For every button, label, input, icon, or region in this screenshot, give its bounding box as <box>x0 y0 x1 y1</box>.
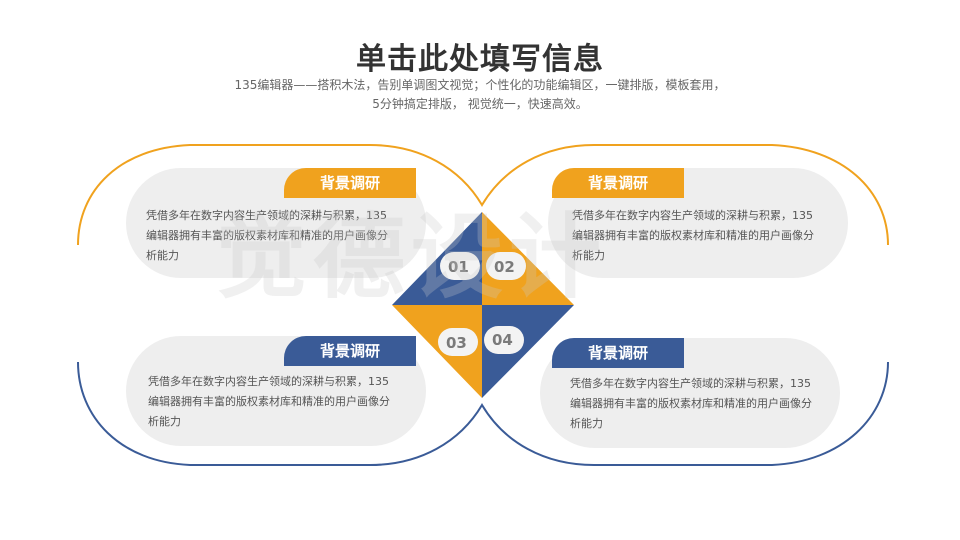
center-number-1: 01 <box>448 258 469 276</box>
card-2-text: 凭借多年在数字内容生产领域的深耕与积累，135编辑器拥有丰富的版权素材库和精准的… <box>572 209 814 262</box>
center-number-4: 04 <box>492 331 513 349</box>
outline-bottom-blue <box>77 361 889 466</box>
number-pill-4 <box>484 326 524 354</box>
card-3-text: 凭借多年在数字内容生产领域的深耕与积累，135编辑器拥有丰富的版权素材库和精准的… <box>148 375 390 428</box>
card-1-text: 凭借多年在数字内容生产领域的深耕与积累，135编辑器拥有丰富的版权素材库和精准的… <box>146 209 388 262</box>
subtitle-line-1: 135编辑器——搭积木法，告别单调图文视觉；个性化的功能编辑区，一键排版，模板套… <box>234 78 726 92</box>
page-subtitle: 135编辑器——搭积木法，告别单调图文视觉；个性化的功能编辑区，一键排版，模板套… <box>200 76 760 114</box>
center-number-3: 03 <box>446 334 467 352</box>
number-pill-3 <box>438 328 478 356</box>
number-pill-1 <box>440 252 480 280</box>
card-3: 背景调研 凭借多年在数字内容生产领域的深耕与积累，135编辑器拥有丰富的版权素材… <box>126 336 426 446</box>
diamond-quadrant-1 <box>392 212 482 305</box>
card-3-tag: 背景调研 <box>284 336 416 366</box>
outline-top-orange <box>77 144 889 246</box>
subtitle-line-2: 5分钟搞定排版， 视觉统一，快速高效。 <box>372 97 588 111</box>
card-4-text: 凭借多年在数字内容生产领域的深耕与积累，135编辑器拥有丰富的版权素材库和精准的… <box>570 377 812 430</box>
card-2: 背景调研 凭借多年在数字内容生产领域的深耕与积累，135编辑器拥有丰富的版权素材… <box>548 168 848 278</box>
diamond-quadrant-2 <box>482 212 574 305</box>
watermark: 觉德设计 <box>215 204 608 311</box>
center-number-2: 02 <box>494 258 515 276</box>
number-pill-2 <box>486 252 526 280</box>
card-4: 背景调研 凭借多年在数字内容生产领域的深耕与积累，135编辑器拥有丰富的版权素材… <box>540 338 840 448</box>
page-title: 单击此处填写信息 <box>356 42 604 77</box>
card-1-tag: 背景调研 <box>284 168 416 198</box>
card-4-tag: 背景调研 <box>552 338 684 368</box>
card-1: 背景调研 凭借多年在数字内容生产领域的深耕与积累，135编辑器拥有丰富的版权素材… <box>126 168 426 278</box>
card-2-tag: 背景调研 <box>552 168 684 198</box>
